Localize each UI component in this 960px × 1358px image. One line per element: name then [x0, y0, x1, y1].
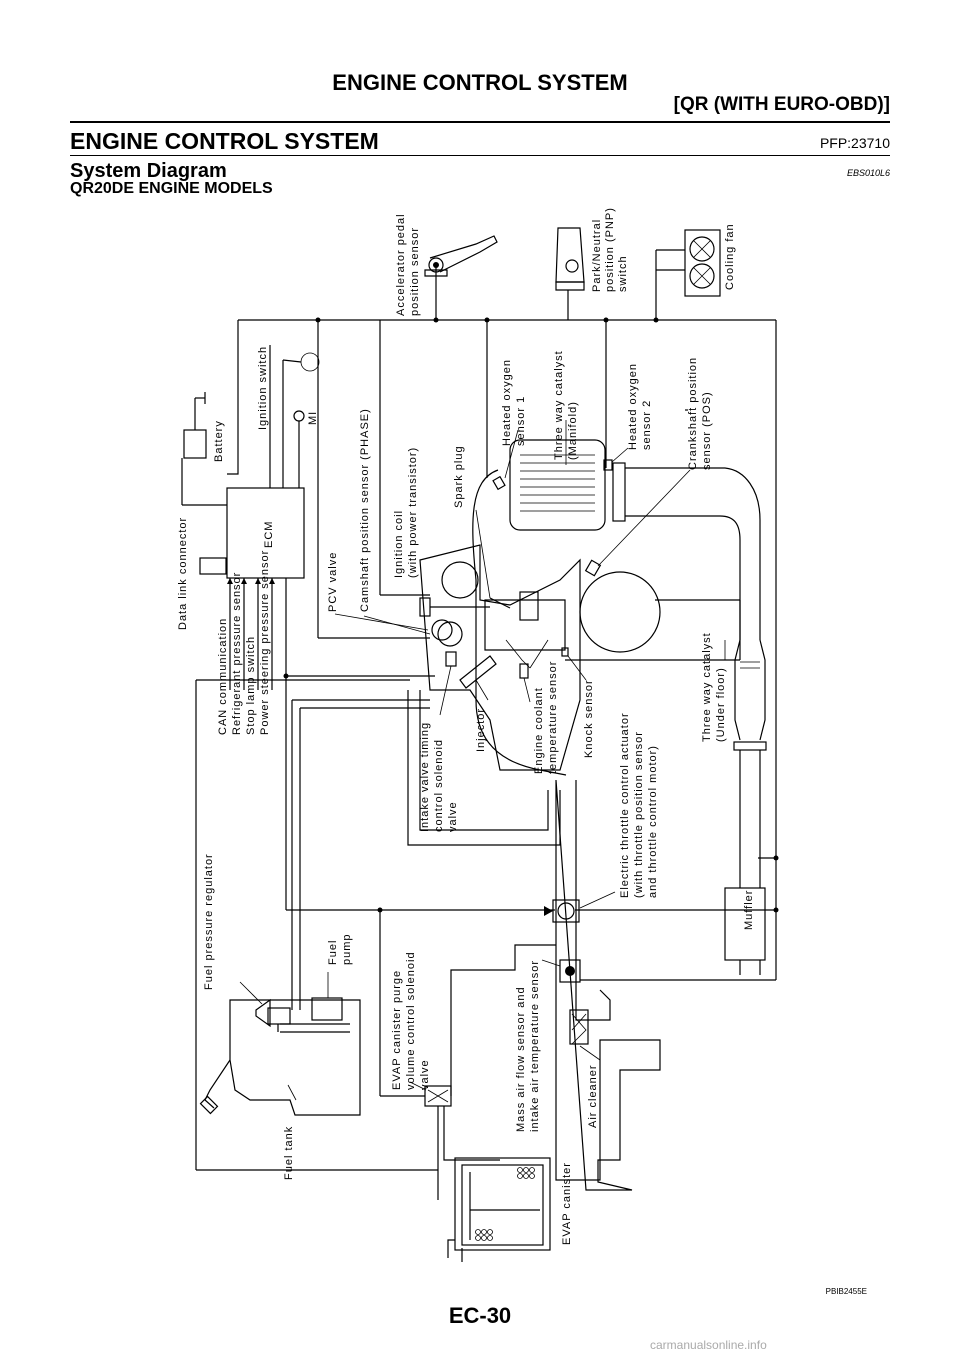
charcoal-granules [475, 1167, 535, 1241]
ecm-input-can: CAN communication [217, 618, 229, 735]
svg-text:intake air temperature sensor: intake air temperature sensor [529, 960, 541, 1132]
svg-text:Heated oxygen: Heated oxygen [501, 359, 513, 446]
svg-text:sensor (POS): sensor (POS) [701, 391, 713, 470]
injector: Injector [459, 655, 497, 752]
svg-text:Intake valve timing: Intake valve timing [419, 722, 431, 832]
electric-throttle-actuator: Electric throttle control actuator (with… [544, 712, 659, 923]
svg-text:valve: valve [419, 1059, 431, 1090]
svg-text:Air cleaner: Air cleaner [587, 1064, 599, 1128]
svg-text:EVAP canister: EVAP canister [561, 1162, 573, 1245]
svg-text:valve: valve [447, 801, 459, 832]
svg-text:switch: switch [617, 255, 629, 292]
svg-text:Spark plug: Spark plug [453, 445, 465, 508]
system-diagram-title: System Diagram [70, 160, 227, 182]
ecm-input-stop-lamp: Stop lamp switch [245, 636, 257, 735]
svg-text:Battery: Battery [213, 420, 225, 462]
svg-text:and throttle control motor): and throttle control motor) [647, 745, 659, 898]
svg-text:Camshaft position sensor (PHAS: Camshaft position sensor (PHASE) [359, 408, 371, 612]
svg-text:Fuel tank: Fuel tank [283, 1126, 295, 1180]
mi-lamp-icon: MI [293, 410, 319, 488]
svg-text:control solenoid: control solenoid [433, 739, 445, 832]
heated-oxygen-sensor-1: Heated oxygen sensor 1 [492, 359, 527, 491]
header-subtitle: [QR (WITH EURO-OBD)] [673, 94, 890, 115]
svg-text:Injector: Injector [475, 708, 487, 752]
svg-text:Three way catalyst: Three way catalyst [701, 632, 713, 742]
engine-coolant-sensor: Engine coolant temperature sensor [519, 661, 559, 774]
svg-text:(with throttle position sensor: (with throttle position sensor [633, 731, 645, 898]
svg-text:Electric throttle control actu: Electric throttle control actuator [619, 712, 631, 898]
accelerator-pedal-sensor: Accelerator pedal position sensor [395, 213, 498, 316]
pcv-valve: PCV valve [327, 552, 429, 631]
svg-text:Accelerator pedal: Accelerator pedal [395, 213, 407, 316]
evap-canister: EVAP canister [447, 1157, 573, 1262]
svg-text:Data link connector: Data link connector [177, 517, 189, 630]
svg-text:Heated oxygen: Heated oxygen [627, 363, 639, 450]
page-number: EC-30 [448, 1303, 512, 1328]
svg-text:EVAP canister purge: EVAP canister purge [391, 970, 403, 1090]
engine-block [407, 544, 661, 846]
three-way-catalyst-under-floor: Three way catalyst (Under floor) [701, 632, 727, 742]
three-way-catalyst-manifold: Three way catalyst (Manifold) [553, 350, 579, 465]
svg-text:sensor 1: sensor 1 [515, 396, 527, 446]
knock-sensor: Knock sensor [561, 647, 595, 758]
svg-text:(Under floor): (Under floor) [715, 667, 727, 742]
battery-icon: Battery [181, 392, 227, 506]
ecm-input-refrigerant: Refrigerant pressure sensor [231, 572, 243, 735]
svg-text:position sensor: position sensor [409, 227, 421, 316]
figure-code: PBIB2455E [825, 1287, 867, 1296]
spark-plug: Spark plug [453, 445, 511, 609]
svg-text:Cooling fan: Cooling fan [724, 223, 736, 290]
exhaust-system: Muffler [472, 439, 767, 975]
svg-text:Three way catalyst: Three way catalyst [553, 350, 565, 460]
header-rule [70, 121, 890, 123]
svg-text:MI: MI [307, 411, 319, 425]
svg-text:position (PNP): position (PNP) [604, 207, 616, 292]
svg-text:Mass air flow sensor and: Mass air flow sensor and [515, 986, 527, 1132]
svg-text:temperature sensor: temperature sensor [547, 661, 559, 774]
svg-text:Park/Neutral: Park/Neutral [591, 219, 603, 292]
svg-text:Knock sensor: Knock sensor [583, 679, 595, 758]
ecm-input-power-steering: Power steering pressure sensor [259, 550, 271, 735]
svg-text:sensor 2: sensor 2 [641, 400, 653, 450]
intake-duct [555, 779, 661, 1191]
fuel-system: Fuel pressure regulator Fuel pump Fuel t… [195, 679, 438, 1180]
ecm-unit: ECM CAN communication Refrigerant pressu… [217, 487, 305, 735]
svg-text:(Manifold): (Manifold) [567, 401, 579, 460]
svg-text:Fuel pressure regulator: Fuel pressure regulator [203, 853, 215, 990]
cooling-fan-icon: Cooling fan [684, 223, 736, 297]
ecm-label: ECM [263, 521, 275, 548]
svg-text:Ignition coil: Ignition coil [393, 510, 405, 578]
watermark: carmanualsonline.info [650, 1338, 767, 1352]
intake-valve-timing-solenoid: Intake valve timing control solenoid val… [419, 651, 459, 832]
muffler-label: Muffler [743, 890, 755, 930]
section-title: ENGINE CONTROL SYSTEM [70, 128, 379, 154]
ignition-switch: Ignition switch [257, 345, 320, 488]
ignition-coil: Ignition coil (with power transistor) [393, 447, 490, 617]
pfp-code: PFP:23710 [819, 135, 890, 151]
mass-air-flow-sensor: Mass air flow sensor and intake air temp… [515, 959, 581, 1132]
svg-text:Fuel: Fuel [327, 940, 339, 965]
section-reference: EBS010L6 [846, 168, 890, 178]
engine-models-heading: QR20DE ENGINE MODELS [70, 180, 273, 197]
svg-text:Crankshaft position: Crankshaft position [687, 357, 699, 470]
evap-purge-valve: EVAP canister purge volume control solen… [391, 944, 556, 1200]
heated-oxygen-sensor-2: Heated oxygen sensor 2 [603, 363, 653, 471]
section-rule [70, 155, 890, 156]
svg-text:Ignition switch: Ignition switch [257, 346, 269, 430]
air-cleaner: Air cleaner [569, 1009, 601, 1128]
svg-text:pump: pump [341, 933, 353, 965]
pnp-switch: Park/Neutral position (PNP) switch [555, 207, 629, 292]
header-title: ENGINE CONTROL SYSTEM [332, 70, 628, 95]
svg-text:(with power transistor): (with power transistor) [407, 447, 419, 578]
crankshaft-sensor: Crankshaft position sensor (POS) [584, 357, 713, 577]
svg-text:Engine coolant: Engine coolant [533, 687, 545, 774]
svg-text:PCV valve: PCV valve [327, 552, 339, 612]
data-link-connector: Data link connector [177, 517, 227, 630]
svg-text:volume control solenoid: volume control solenoid [405, 951, 417, 1090]
